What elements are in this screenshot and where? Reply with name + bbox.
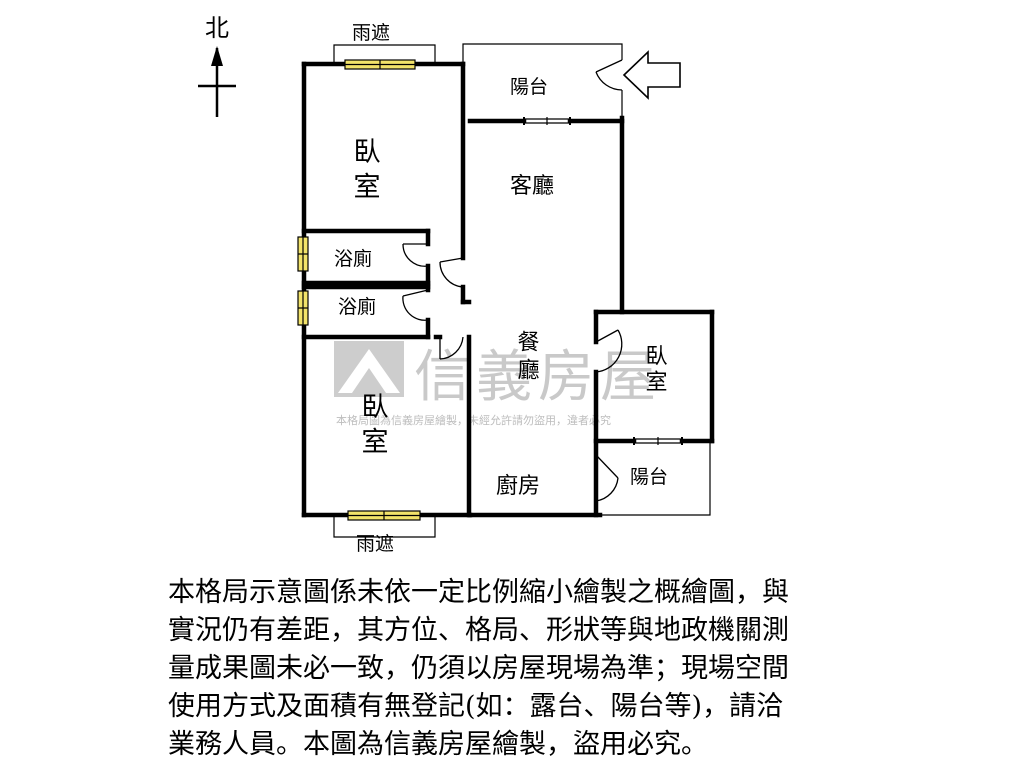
label-balcony-east: 陽台 (630, 466, 668, 488)
disclaimer-line: 實況仍有差距，其方位、格局、形狀等與地政機關測 (168, 615, 789, 646)
disclaimer-line: 業務人員。本圖為信義房屋繪製，盜用必究。 (168, 729, 708, 760)
window-bedroom-nw (344, 59, 416, 70)
label-dining-room: 餐廳 (514, 330, 540, 386)
window-bedroom-sw (347, 510, 421, 521)
room-labels: 雨遮 陽台 臥室 客廳 浴廁 浴廁 餐廳 臥室 臥室 廚房 陽台 雨遮 (334, 22, 668, 555)
label-bath-2: 浴廁 (338, 295, 376, 318)
label-living-room: 客廳 (510, 174, 554, 199)
label-bedroom-nw: 臥室 (349, 137, 380, 207)
door-bedroom-nw (439, 257, 464, 288)
label-bedroom-sw: 臥室 (357, 392, 388, 462)
disclaimer-text: 本格局示意圖係未依一定比例縮小繪製之概繪圖，與 實況仍有差距，其方位、格局、形狀… (168, 574, 868, 764)
compass-arrowhead-icon (211, 46, 223, 66)
disclaimer-line: 本格局示意圖係未依一定比例縮小繪製之概繪圖，與 (168, 577, 789, 608)
door-kitchen-balcony (595, 454, 619, 502)
window-bath-1 (297, 236, 309, 272)
label-bedroom-e: 臥室 (642, 344, 667, 396)
door-bedroom-e (595, 329, 623, 373)
window-bath-2 (297, 290, 309, 326)
walls (301, 61, 715, 518)
watermark-notice: 本格局圖為信義房屋繪製，未經允許請勿盜用，違者必究 (336, 413, 611, 427)
label-balcony-top: 陽台 (510, 76, 548, 98)
balcony-east-outline (600, 441, 711, 516)
door-bedroom-sw (439, 336, 464, 360)
sliding-door-balcony-top (523, 117, 571, 125)
label-bath-1: 浴廁 (334, 247, 372, 270)
awning-bottom-outline (333, 515, 436, 538)
door-bath-1 (402, 243, 429, 267)
compass-north-label: 北 (205, 14, 229, 42)
swing-doors (402, 59, 623, 502)
label-kitchen: 廚房 (496, 474, 540, 499)
sliding-doors (523, 117, 683, 445)
disclaimer-line: 量成果圖未必一致，仍須以房屋現場為準；現場空間 (168, 653, 789, 684)
watermark-brand: 信義房屋 (414, 345, 662, 410)
label-awning-bottom: 雨遮 (356, 533, 394, 555)
compass: 北 (198, 14, 236, 117)
windows (297, 59, 421, 521)
watermark: 信義房屋 本格局圖為信義房屋繪製，未經允許請勿盜用，違者必究 (334, 341, 662, 427)
awning-top-outline (333, 44, 436, 64)
sliding-door-balcony-east (633, 437, 683, 445)
balcony-top-outline (462, 43, 623, 64)
door-bath-2 (402, 289, 429, 321)
door-entry (595, 59, 623, 91)
watermark-logo-icon (334, 341, 404, 397)
entry-arrow-icon (622, 50, 681, 100)
label-awning-top: 雨遮 (352, 22, 390, 44)
thin-outlines (333, 43, 711, 538)
disclaimer-line: 使用方式及面積有無登記(如：露台、陽台等)，請洽 (168, 691, 784, 722)
